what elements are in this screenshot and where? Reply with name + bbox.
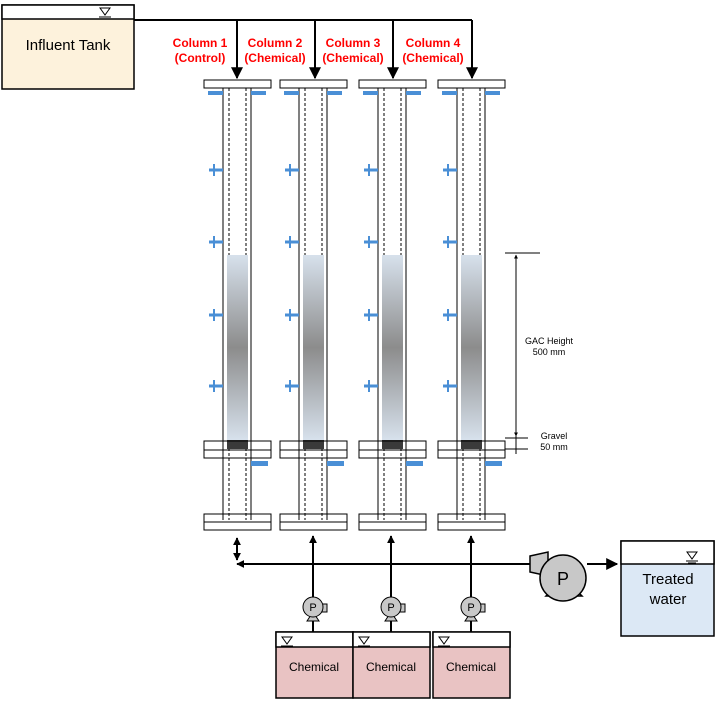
water-level-icon (358, 636, 370, 645)
gravel-layer (303, 440, 324, 449)
outlet-valve (327, 461, 344, 466)
gravel-value: 50 mm (540, 442, 568, 452)
sampling-port-icon (443, 380, 457, 392)
chemical-line-1: P (302, 535, 328, 646)
port-valve (406, 91, 421, 95)
column-3-type: (Chemical) (322, 51, 383, 65)
water-level-icon (686, 551, 698, 560)
port-valve (251, 91, 266, 95)
columns-group (203, 79, 506, 531)
column-4-name: Column 4 (406, 36, 461, 50)
column-3-name: Column 3 (326, 36, 381, 50)
port-valve (363, 91, 378, 95)
column-1-name: Column 1 (173, 36, 228, 50)
chemical-tank-label: Chemical (366, 660, 416, 674)
influent-pipe (134, 19, 478, 80)
chemical-tank-label: Chemical (289, 660, 339, 674)
main-pump-icon (539, 554, 587, 602)
sampling-port-icon (364, 164, 378, 176)
dimension-annotation: GAC Height 500 mm Gravel 50 mm (505, 252, 574, 454)
water-level-icon (281, 636, 293, 645)
water-level-icon (438, 636, 450, 645)
column-3 (358, 79, 427, 531)
chemical-tank-2: Chemical (352, 631, 431, 699)
chemical-line-3: P (460, 535, 486, 646)
gac-media (461, 255, 482, 440)
sampling-port-icon (443, 164, 457, 176)
sampling-port-icon (209, 380, 223, 392)
column-1-type: (Control) (175, 51, 226, 65)
outlet-valve (485, 461, 502, 466)
treated-label-line2: water (649, 591, 687, 608)
dosing-pump-label: P (309, 602, 316, 614)
gac-height-value: 500 mm (533, 347, 566, 357)
chemical-tank-label: Chemical (446, 660, 496, 674)
effluent-line (233, 537, 619, 570)
sampling-port-icon (285, 236, 299, 248)
dosing-pump-icon (302, 596, 324, 618)
water-level-icon (99, 7, 111, 16)
gac-media (303, 255, 324, 440)
column-2-type: (Chemical) (244, 51, 305, 65)
treated-water-tank: Treated water (620, 540, 715, 637)
sampling-port-icon (209, 236, 223, 248)
sampling-port-icon (443, 236, 457, 248)
sampling-port-icon (443, 309, 457, 321)
outlet-valve (251, 461, 268, 466)
sampling-port-icon (364, 309, 378, 321)
dosing-pump-label: P (467, 602, 474, 614)
sampling-port-icon (285, 380, 299, 392)
gravel-label: Gravel (541, 431, 568, 441)
gac-media (227, 255, 248, 440)
port-valve (327, 91, 342, 95)
sampling-port-icon (285, 309, 299, 321)
dosing-pump: P (380, 596, 406, 622)
chemical-dosing-group: P Chemical P Chemical P Chemical (275, 535, 511, 699)
chemical-tank-1: Chemical (275, 631, 354, 699)
sampling-port-icon (285, 164, 299, 176)
sampling-port-icon (364, 380, 378, 392)
influent-tank: Influent Tank (1, 4, 135, 90)
outlet-valve (406, 461, 423, 466)
column-1 (203, 79, 272, 531)
port-valve (208, 91, 223, 95)
gravel-layer (461, 440, 482, 449)
dosing-pump-label: P (387, 602, 394, 614)
column-4 (437, 79, 506, 531)
sampling-port-icon (209, 309, 223, 321)
main-pump-label: P (557, 569, 569, 589)
column-2-name: Column 2 (248, 36, 303, 50)
treated-label-line1: Treated (642, 571, 693, 588)
sampling-port-icon (209, 164, 223, 176)
gac-height-label: GAC Height (525, 336, 574, 346)
chemical-line-2: P (380, 535, 406, 646)
column-2 (279, 79, 348, 531)
gravel-layer (382, 440, 403, 449)
gravel-layer (227, 440, 248, 449)
column-labels: Column 1 (Control) Column 2 (Chemical) C… (173, 36, 464, 65)
main-pump: P (529, 551, 587, 602)
port-valve (485, 91, 500, 95)
dosing-pump: P (460, 596, 486, 622)
dosing-pump-icon (460, 596, 482, 618)
port-valve (284, 91, 299, 95)
influent-tank-label: Influent Tank (26, 37, 111, 54)
dosing-pump-icon (380, 596, 402, 618)
chemical-tank-3: Chemical (432, 631, 511, 699)
port-valve (442, 91, 457, 95)
gac-media (382, 255, 403, 440)
dosing-pump: P (302, 596, 328, 622)
column-4-type: (Chemical) (402, 51, 463, 65)
sampling-port-icon (364, 236, 378, 248)
